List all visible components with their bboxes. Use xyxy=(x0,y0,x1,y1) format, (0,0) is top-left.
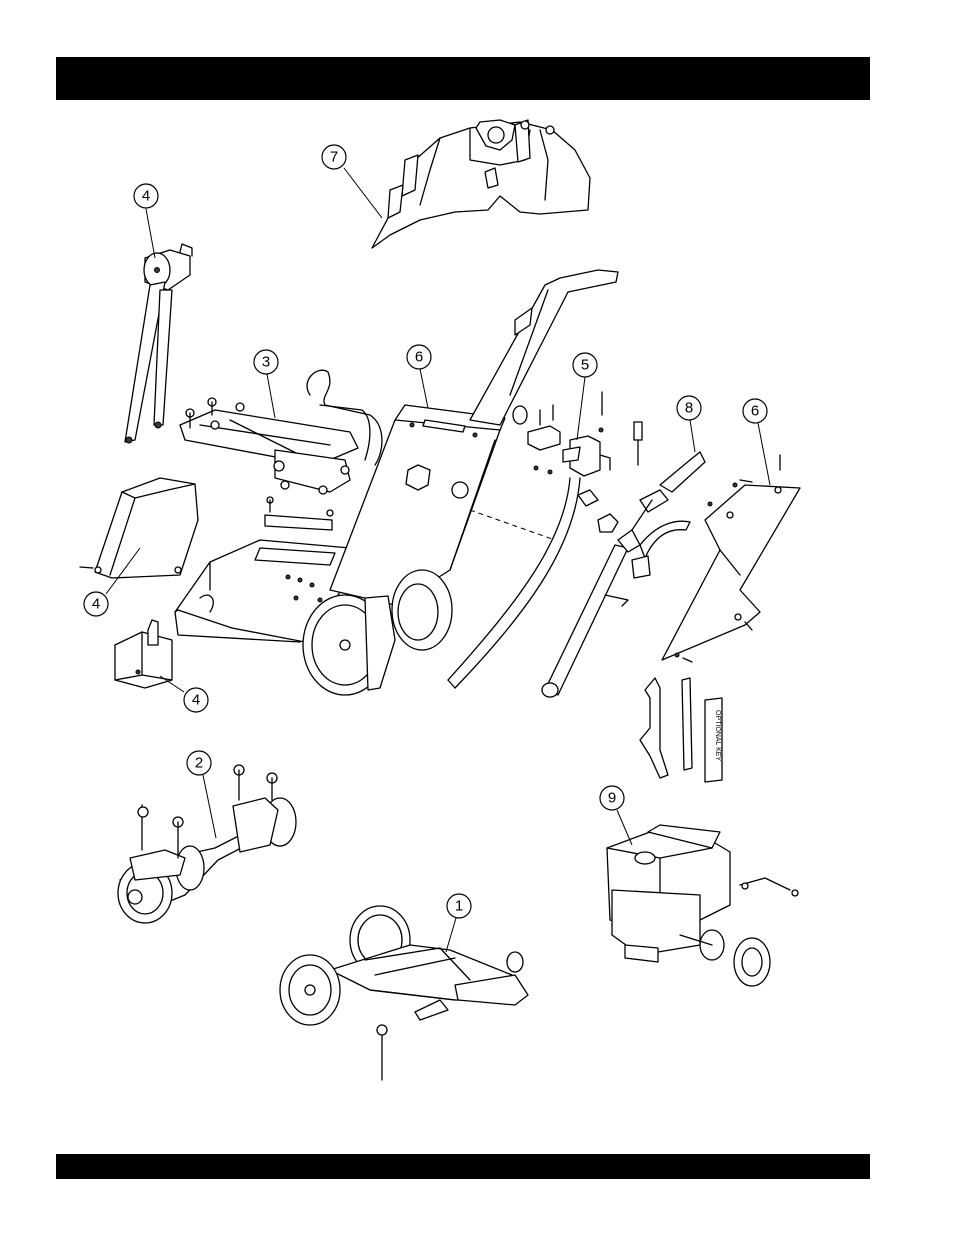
blade-guard-part xyxy=(372,120,590,248)
tool-label: OPTIONAL KEY xyxy=(714,710,721,761)
callout-4-block: 4 xyxy=(160,676,208,712)
rear-axle-part xyxy=(280,906,528,1080)
frame-assembly xyxy=(175,270,618,695)
belt-guard-part xyxy=(80,478,198,578)
svg-text:4: 4 xyxy=(92,596,100,613)
svg-text:3: 3 xyxy=(262,354,270,371)
callout-1: 1 xyxy=(446,894,471,952)
callout-3: 3 xyxy=(254,350,278,418)
callout-7: 7 xyxy=(322,145,382,218)
crank-part xyxy=(542,452,705,697)
mounting-bracket-part xyxy=(180,398,358,530)
engine-part xyxy=(607,825,798,986)
footer-text xyxy=(56,1165,70,1185)
callout-4-arm: 4 xyxy=(134,184,158,258)
callout-6-guard: 6 xyxy=(743,399,770,485)
svg-text:4: 4 xyxy=(192,692,200,709)
tools: OPTIONAL KEY xyxy=(640,678,722,782)
svg-text:9: 9 xyxy=(608,790,616,807)
footer-bar xyxy=(56,1154,870,1179)
svg-text:8: 8 xyxy=(685,400,693,417)
svg-text:6: 6 xyxy=(415,349,423,366)
svg-text:7: 7 xyxy=(330,149,338,166)
arm-guard-part xyxy=(125,244,192,443)
callout-9: 9 xyxy=(600,786,632,845)
arbor-shaft-part xyxy=(118,765,296,923)
svg-text:2: 2 xyxy=(195,755,203,772)
svg-text:4: 4 xyxy=(142,188,150,205)
callout-5: 5 xyxy=(573,353,597,440)
svg-text:5: 5 xyxy=(581,357,589,374)
svg-text:6: 6 xyxy=(751,403,759,420)
callout-2: 2 xyxy=(187,751,216,838)
side-guard-part xyxy=(662,455,800,662)
callout-6-frame: 6 xyxy=(407,345,431,408)
svg-text:1: 1 xyxy=(455,898,463,915)
callout-8: 8 xyxy=(677,396,701,452)
